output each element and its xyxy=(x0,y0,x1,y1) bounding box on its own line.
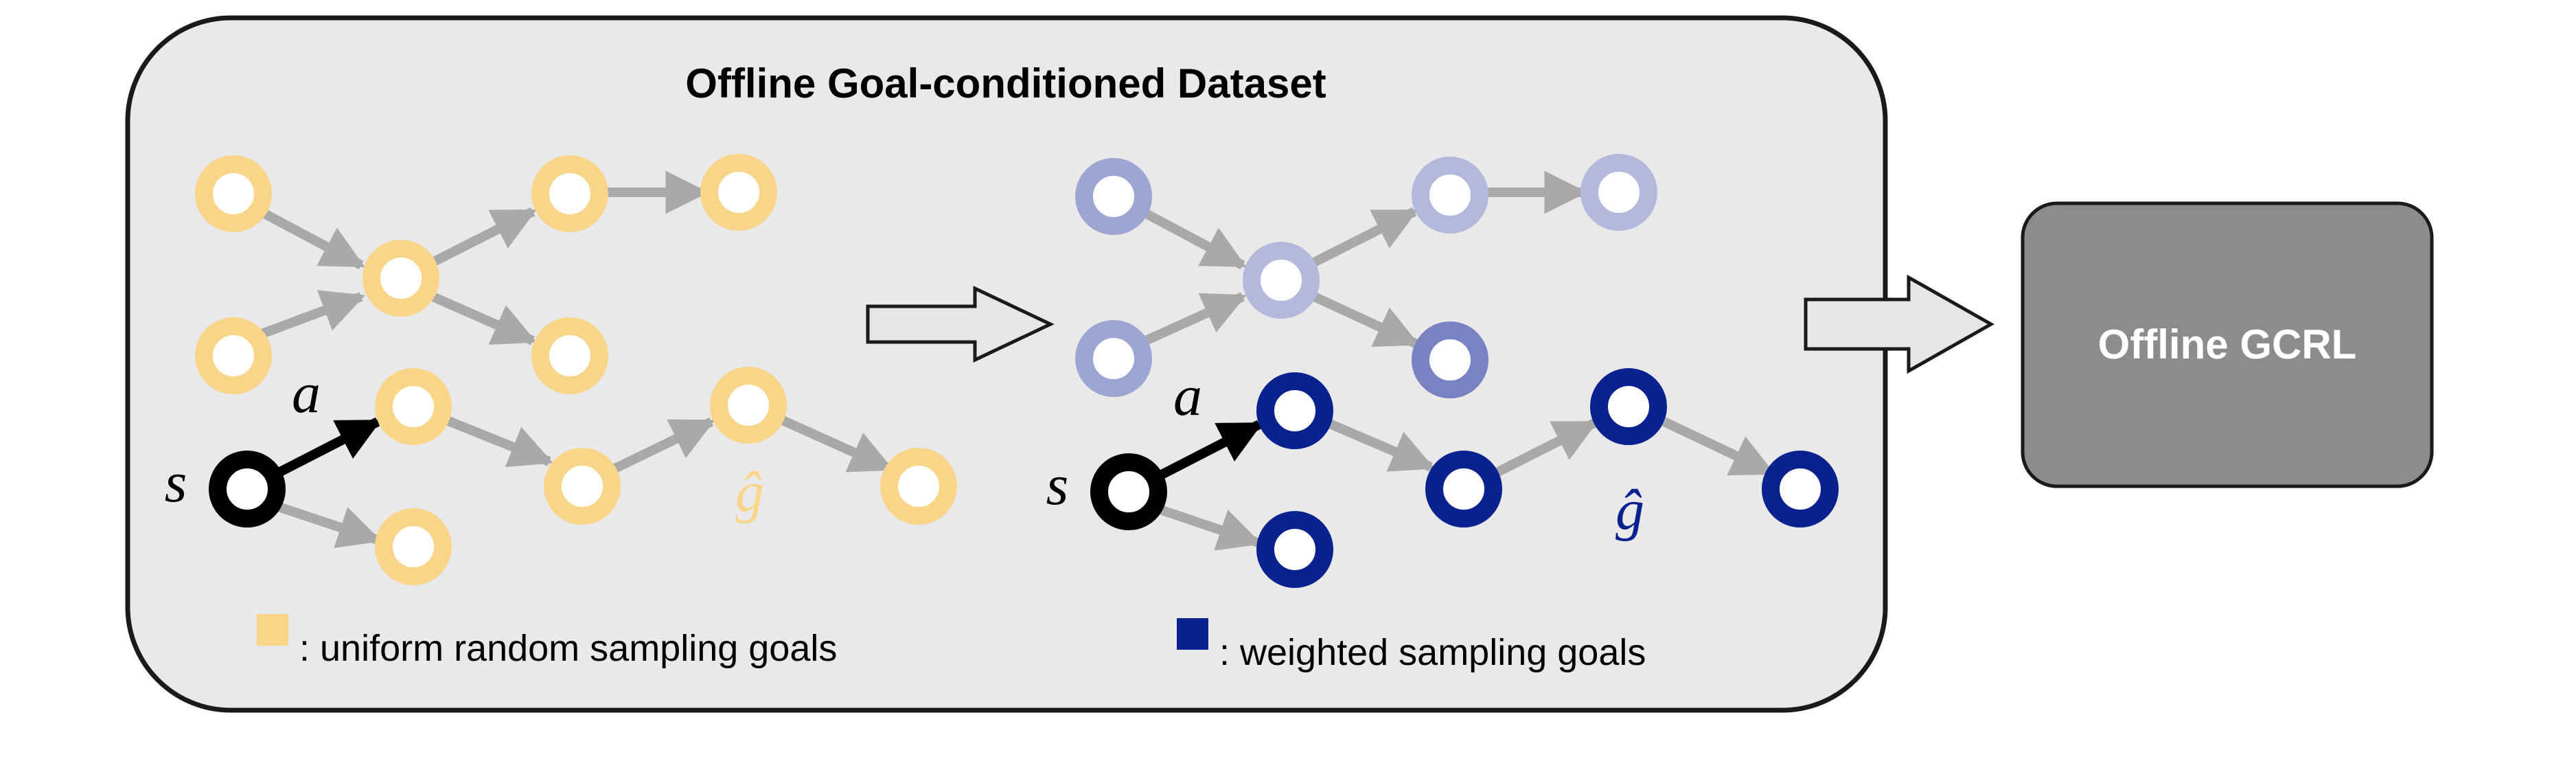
weighted-goal-node xyxy=(1412,157,1488,234)
uniform-goal-node xyxy=(363,240,439,317)
left-edge xyxy=(427,207,537,269)
right-action-label: a xyxy=(1173,364,1202,428)
left-graph-nodes xyxy=(195,154,957,585)
right-graph-edges xyxy=(1137,170,1775,551)
uniform-goal-node xyxy=(700,154,777,231)
uniform-goal-legend-icon xyxy=(257,614,288,646)
left-edge xyxy=(277,502,382,548)
uniform-goal-node xyxy=(880,448,957,525)
left-edge xyxy=(428,291,537,345)
weighted-goal-legend-text: : weighted sampling goals xyxy=(1219,632,1646,673)
right-edge xyxy=(1494,418,1598,477)
weighted-goal-node xyxy=(1256,511,1333,588)
start-state-node xyxy=(209,451,286,527)
right-graph-nodes xyxy=(1075,154,1839,588)
right-edge xyxy=(1309,291,1420,348)
right-edge xyxy=(1137,205,1247,270)
dataset-panel xyxy=(125,15,1888,713)
left-action-arrow xyxy=(276,417,382,477)
uniform-goal-node xyxy=(544,448,621,525)
start-state-node xyxy=(1090,453,1167,530)
right-state-label: s xyxy=(1046,453,1069,517)
weighted-goal-node xyxy=(1075,320,1152,397)
weighted-goal-node xyxy=(1243,242,1320,319)
left-graph-edges xyxy=(255,170,894,548)
weighted-goal-node xyxy=(1425,451,1502,527)
uniform-goal-node xyxy=(531,155,608,232)
offline-gcrl-label: Offline GCRL xyxy=(2098,321,2357,367)
right-edge xyxy=(1323,417,1435,472)
offline-gcrl-box xyxy=(2021,201,2434,488)
weighted-goal-node xyxy=(1075,158,1152,235)
outer-transition-arrow xyxy=(1804,274,1995,374)
uniform-goal-node xyxy=(195,317,272,394)
weighted-goal-node xyxy=(1412,321,1488,398)
left-action-label: a xyxy=(292,361,321,425)
left-edge xyxy=(256,290,365,340)
weighted-goal-legend-icon xyxy=(1177,618,1208,650)
right-goal-label: ĝ xyxy=(1615,478,1644,542)
right-edge xyxy=(1158,505,1262,551)
right-edge xyxy=(1138,292,1247,348)
inner-transition-arrow xyxy=(866,286,1055,363)
left-state-label: s xyxy=(165,451,187,514)
uniform-goal-node xyxy=(375,508,452,585)
weighted-goal-node xyxy=(1580,154,1657,231)
right-edge xyxy=(1661,417,1775,477)
left-edge xyxy=(781,416,894,473)
right-edge xyxy=(1309,207,1418,269)
weighted-goal-node xyxy=(1256,372,1333,449)
left-edge xyxy=(255,205,365,270)
weighted-goal-node xyxy=(1762,451,1839,527)
uniform-goal-node xyxy=(195,155,272,232)
left-edge xyxy=(612,417,715,473)
uniform-goal-node xyxy=(375,368,452,445)
uniform-goal-legend-text: : uniform random sampling goals xyxy=(299,628,837,669)
dataset-panel-title: Offline Goal-conditioned Dataset xyxy=(685,60,1326,106)
left-edge xyxy=(441,414,553,468)
uniform-goal-node xyxy=(710,367,787,444)
uniform-goal-node xyxy=(531,317,608,394)
right-action-arrow xyxy=(1158,420,1263,480)
left-goal-label: ĝ xyxy=(735,460,764,524)
weighted-goal-node xyxy=(1590,368,1667,445)
